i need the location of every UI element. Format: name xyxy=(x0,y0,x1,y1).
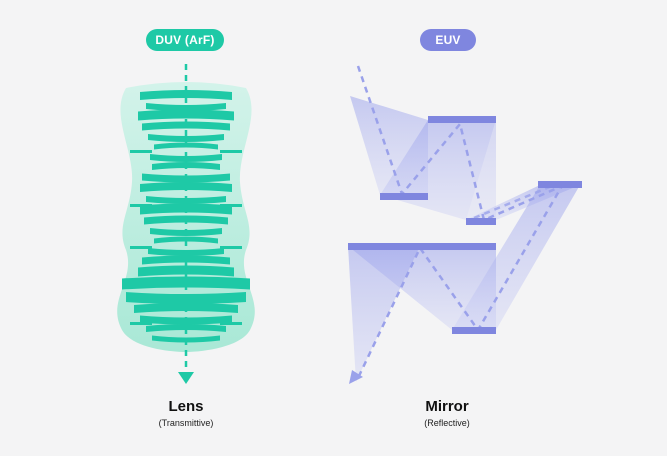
euv-badge: EUV xyxy=(420,29,476,51)
euv-beam xyxy=(356,65,566,379)
lens-element xyxy=(148,134,224,142)
lens-flange xyxy=(220,246,242,249)
lens-flange xyxy=(220,322,242,325)
lens-element xyxy=(138,265,234,277)
lens-flange xyxy=(130,150,152,153)
duv-arrow-icon xyxy=(178,372,194,384)
mirror-system xyxy=(348,65,582,384)
lens-flange xyxy=(130,204,152,207)
lens-flange xyxy=(220,204,242,207)
duv-arf-badge: DUV (ArF) xyxy=(146,29,224,51)
lens-element xyxy=(142,255,230,265)
mirror-title: Mirror xyxy=(425,398,469,415)
lens-stack xyxy=(117,64,255,384)
euv-beam-cone xyxy=(466,120,496,220)
lens-title: Lens xyxy=(168,398,204,415)
mirror-subtitle: (Reflective) xyxy=(424,418,470,428)
mirror xyxy=(380,193,428,200)
mirror xyxy=(428,116,496,123)
lens-flange xyxy=(220,150,242,153)
lens-element xyxy=(146,103,226,111)
lens-element xyxy=(122,276,250,290)
euv-arrow-icon xyxy=(349,370,363,384)
mirror xyxy=(466,218,496,225)
lens-elements xyxy=(122,90,250,343)
mirror xyxy=(452,327,496,334)
euv-beam xyxy=(473,184,553,220)
mirror xyxy=(348,243,496,250)
lens-element xyxy=(140,90,232,100)
mirror xyxy=(538,181,582,188)
lens-flange xyxy=(130,246,152,249)
lens-subtitle: (Transmittive) xyxy=(158,418,214,428)
lens-flange xyxy=(130,322,152,325)
lens-element xyxy=(138,109,234,121)
euv-beam-cone xyxy=(348,246,420,382)
lens-element xyxy=(142,121,230,131)
